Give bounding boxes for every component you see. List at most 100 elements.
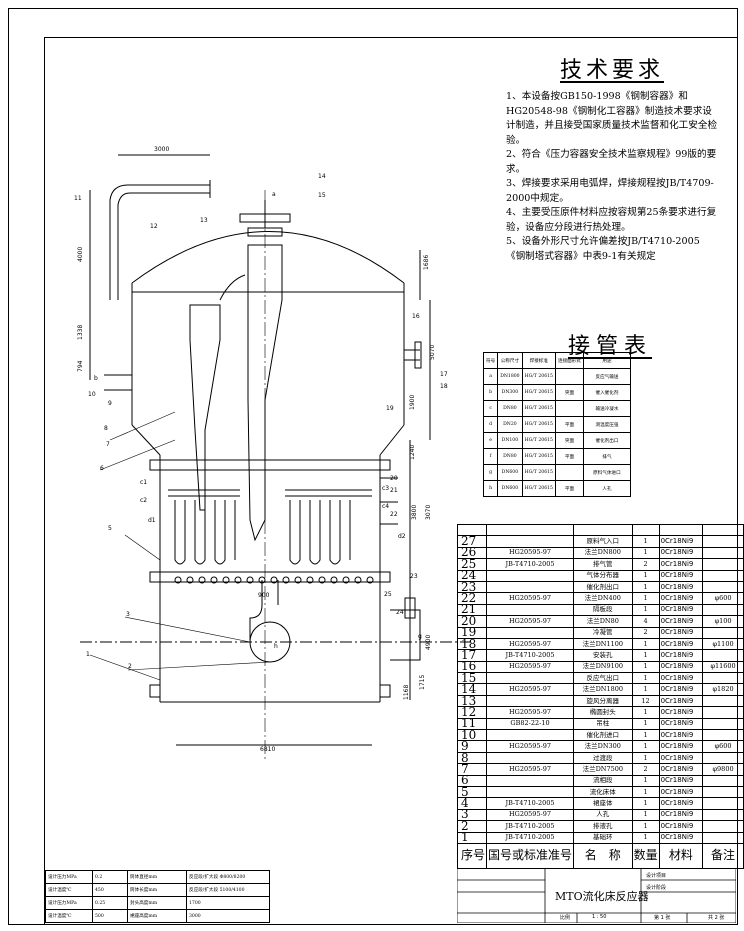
svg-text:b: b	[94, 375, 98, 382]
parts-cell: 法兰DN1800	[573, 683, 633, 696]
parts-cell: 2	[631, 626, 660, 639]
parts-cell: 流相段	[573, 774, 633, 788]
parts-cell	[702, 820, 744, 833]
parts-cell: φ600	[702, 592, 744, 605]
parts-cell: 14	[456, 683, 488, 696]
svg-text:1715: 1715	[419, 675, 426, 690]
pipe-cell: HG/T 20615	[521, 384, 556, 401]
pipe-cell: 输送冷凝水	[582, 400, 631, 417]
svg-text:c2: c2	[140, 497, 147, 504]
svg-text:12: 12	[150, 223, 158, 230]
parts-cell: 1	[631, 797, 660, 810]
parts-cell: 8	[456, 751, 488, 765]
header-cell: 连接面形式	[554, 352, 584, 369]
svg-text:c4: c4	[382, 503, 389, 510]
parts-cell: 人孔	[573, 808, 633, 822]
parts-cell: 0Cr18Ni9	[658, 580, 704, 594]
parts-cell: 0Cr18Ni9	[658, 558, 704, 571]
parts-cell: HG20595-97	[486, 546, 575, 560]
parts-cell	[486, 751, 575, 765]
svg-text:18: 18	[440, 383, 448, 390]
parts-cell: 0Cr18Ni9	[658, 797, 704, 810]
parts-cell: 4	[631, 615, 660, 628]
parts-cell	[702, 797, 744, 810]
parts-cell: 2	[456, 820, 488, 833]
svg-text:7: 7	[106, 441, 110, 448]
parts-cell: 10	[456, 729, 488, 742]
body-flange	[149, 459, 391, 471]
parts-cell: 20	[456, 615, 488, 628]
parts-cell: 18	[456, 637, 488, 651]
parts-cell: 1	[631, 774, 660, 788]
svg-text:14: 14	[318, 173, 326, 180]
parts-cell: HG20595-97	[486, 706, 575, 719]
parts-cell: 0Cr18Ni9	[658, 649, 704, 662]
parameter-cell: 450	[92, 883, 128, 897]
svg-text:5070: 5070	[429, 345, 436, 360]
svg-text:2: 2	[128, 663, 132, 670]
drawing-name: MTO流化床反应器	[555, 890, 649, 903]
tech-requirements-title: 技术要求	[559, 58, 664, 83]
pipe-cell: HG/T 20615	[521, 464, 556, 481]
dim-6810: 6810	[260, 746, 275, 753]
parts-cell	[702, 569, 744, 582]
parts-cell	[702, 694, 744, 708]
parts-cell	[702, 626, 744, 639]
tech-item-5: 5、设备外形尺寸允许偏差按JB/T4710-2005《钢制塔式容器》中表9-1有…	[506, 236, 700, 262]
parts-cell: HG20595-97	[486, 740, 575, 753]
parts-cell: HG20595-97	[486, 808, 575, 822]
parts-cell: 0Cr18Ni9	[658, 774, 704, 788]
svg-text:17: 17	[440, 371, 448, 378]
parts-cell: JB-T4710-2005	[486, 831, 575, 844]
parts-cell: JB-T4710-2005	[486, 820, 575, 833]
svg-text:4900: 4900	[425, 635, 432, 650]
parts-cell: 0Cr18Ni9	[658, 569, 704, 582]
pipe-cell: 突面	[554, 384, 584, 401]
parts-cell: 过渡段	[573, 751, 633, 765]
parts-cell: 吊柱	[573, 717, 633, 731]
dim-3000: 3000	[154, 146, 169, 153]
parts-cell: φ9800	[702, 763, 744, 776]
svg-text:20: 20	[390, 475, 398, 482]
parts-cell: 15	[456, 672, 488, 685]
parameter-cell: 封头高度mm	[127, 896, 187, 910]
parts-cell: 1	[631, 785, 660, 799]
parts-cell: 0Cr18Ni9	[658, 751, 704, 765]
parts-cell: 安装孔	[573, 649, 633, 662]
parts-cell: 0Cr18Ni9	[658, 683, 704, 696]
svg-text:1900: 1900	[409, 395, 416, 410]
parameter-cell: 设计压力MPa	[45, 870, 93, 884]
svg-text:c1: c1	[140, 479, 147, 486]
parts-cell: 0Cr18Ni9	[658, 763, 704, 776]
parts-cell: 1	[456, 831, 488, 844]
parameter-cell: 0.25	[92, 896, 128, 910]
parts-cell	[486, 603, 575, 617]
parts-cell: HG20595-97	[486, 637, 575, 651]
parts-cell: 气体分布器	[573, 569, 633, 582]
parts-cell	[486, 580, 575, 594]
parameter-cell: 设计温度℃	[45, 909, 93, 923]
svg-text:g: g	[418, 633, 422, 640]
svg-text:4000: 4000	[77, 247, 84, 262]
parts-cell: 0Cr18Ni9	[658, 592, 704, 605]
parts-cell: 1	[631, 683, 660, 696]
parts-cell: 17	[456, 649, 488, 662]
pipe-cell: 人孔	[582, 480, 631, 497]
svg-text:6: 6	[100, 465, 104, 472]
parts-cell: 1	[631, 637, 660, 651]
pipe-cell	[554, 368, 584, 385]
design-item: 设计项目	[646, 873, 667, 879]
